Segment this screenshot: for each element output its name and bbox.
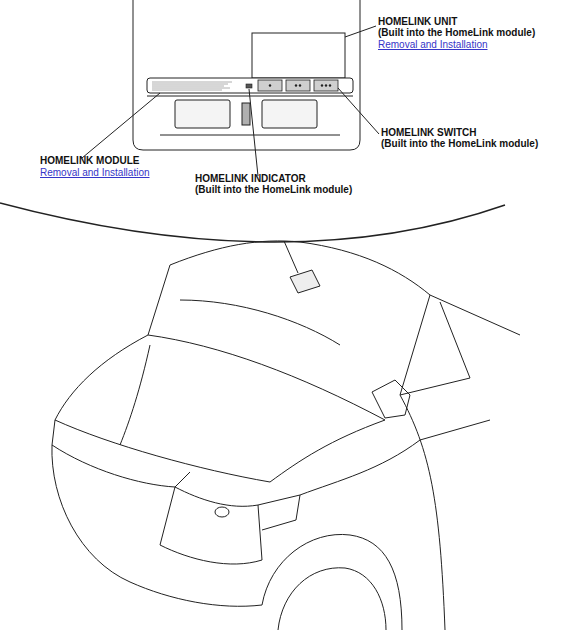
vehicle-outline [55,335,148,420]
homelink-switch-buttons [321,84,323,86]
homelink-switch-buttons [258,80,282,91]
part-note: (Built into the HomeLink module) [378,27,535,38]
homelink-switch-buttons [299,84,301,86]
homelink-switch-buttons [269,84,271,86]
homelink-switch-buttons [329,84,331,86]
vehicle-outline [148,335,385,420]
vehicle-outline [430,295,520,335]
vehicle-outline [262,534,402,630]
homelink-unit-box [252,33,345,78]
vehicle-outline [420,420,490,440]
homelink-module-strip [147,78,353,93]
leader-lines [338,88,379,134]
homelink-unit-box [252,33,345,78]
magnifier-arc [0,203,505,273]
part-name: HOMELINK MODULE [40,155,139,166]
vehicle-outline [55,420,270,482]
manual-link: Removal and Installation [378,39,488,50]
homelink-module-location [290,270,320,293]
manual-link: Removal and Installation [40,167,150,178]
vehicle-outline [52,445,262,606]
vehicle-outline [148,265,170,335]
vehicle-outline [170,241,430,295]
leader-lines [345,26,376,37]
magnifier-arc [0,203,505,242]
magnifier-arc [284,241,298,273]
part-name: HOMELINK INDICATOR [195,173,306,184]
part-name: HOMELINK UNIT [378,16,457,27]
overhead-console [242,103,250,125]
part-note: (Built into the HomeLink module) [381,138,538,149]
vehicle-outline [120,345,150,445]
overhead-console [262,100,317,128]
vehicle-outline [160,487,262,564]
homelink-module-strip [152,82,232,90]
homelink-switch-buttons [314,80,338,91]
vehicle-outline [278,568,386,630]
homelink-indicator-lamp [246,84,252,88]
homelink-switch-buttons [295,84,297,86]
vehicle-outline [270,420,385,482]
vehicle-outline [180,300,340,345]
homelink-switch-buttons [258,80,338,91]
vehicle-outline [400,378,470,395]
homelink-module-location [290,270,320,293]
vehicle-outline [258,495,300,530]
homelink-indicator-lamp [246,84,252,88]
vehicle-outline [400,295,430,395]
vehicle-outline [440,302,470,378]
part-name: HOMELINK SWITCH [381,127,477,138]
homelink-switch-buttons [325,84,327,86]
vehicle-outline [372,380,410,418]
overhead-console [160,135,340,136]
overhead-console [133,0,360,150]
homelink-switch-buttons [286,80,310,91]
leader-lines [249,89,258,176]
homelink-module-strip [147,78,353,93]
overhead-console [175,100,230,128]
vehicle-outline [52,420,190,487]
vehicle-outline [300,440,420,495]
leader-lines [82,26,379,176]
leader-lines [82,93,160,158]
overhead-console [133,0,360,150]
vehicle-outline [52,241,520,630]
vehicle-outline [400,395,445,630]
part-note: (Built into the HomeLink module) [195,184,352,195]
vehicle-outline [215,507,229,517]
